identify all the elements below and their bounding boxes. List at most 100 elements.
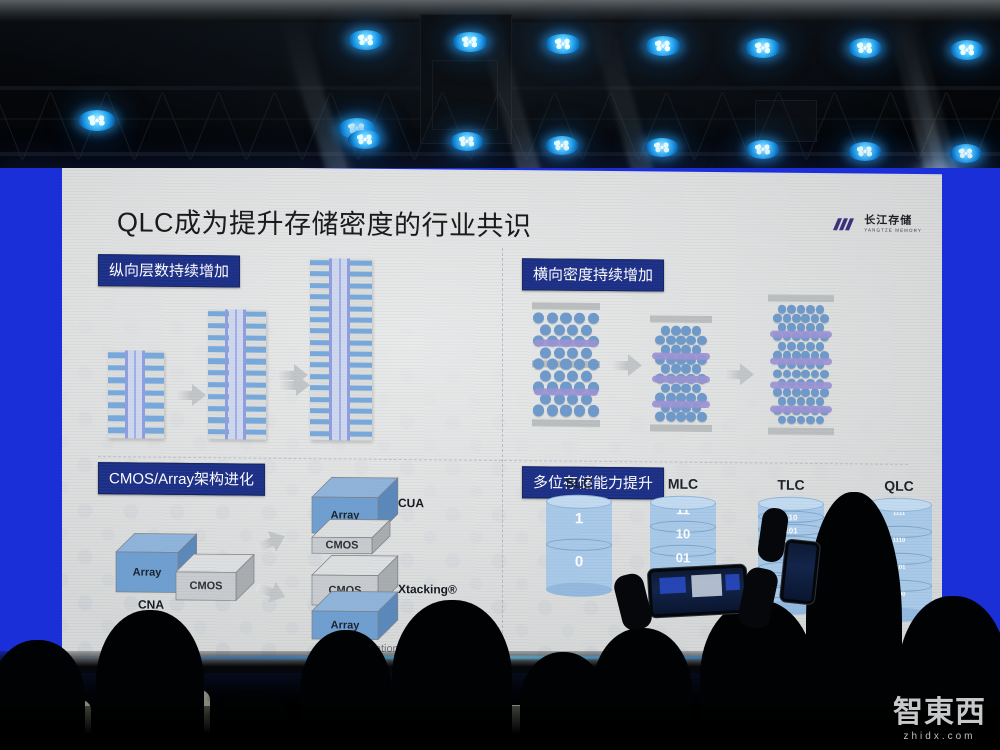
bitline-plate-bottom bbox=[532, 419, 600, 427]
par-light-3 bbox=[348, 30, 384, 50]
charge-dot bbox=[587, 405, 599, 417]
charge-dot bbox=[806, 341, 815, 351]
level-value: 0 bbox=[574, 552, 584, 570]
charge-dot bbox=[660, 363, 671, 374]
charge-dot bbox=[696, 412, 707, 423]
density-block-1 bbox=[532, 302, 600, 427]
charge-dot bbox=[660, 383, 671, 394]
cube-label: Array bbox=[132, 566, 162, 579]
word-line bbox=[770, 357, 832, 365]
charge-dot bbox=[580, 370, 592, 382]
charge-dot bbox=[540, 323, 552, 336]
charge-dot bbox=[540, 347, 552, 359]
density-arrow-2 bbox=[724, 363, 754, 386]
channel-core bbox=[338, 258, 341, 441]
transition-arrow-1 bbox=[176, 384, 206, 407]
watermark-cn: 智東西 bbox=[893, 696, 986, 729]
cube-cna-array: Array bbox=[115, 533, 198, 594]
par-light-1 bbox=[78, 110, 116, 131]
charge-dot bbox=[567, 324, 579, 336]
channel-wall bbox=[328, 258, 332, 441]
layer-stack-2 bbox=[208, 309, 266, 440]
par-light-12 bbox=[545, 136, 579, 155]
par-light-11 bbox=[450, 132, 484, 151]
charge-dot bbox=[574, 405, 586, 417]
charge-dot bbox=[665, 335, 676, 346]
charge-dot bbox=[791, 314, 801, 323]
word-line bbox=[534, 388, 598, 396]
bitline-plate-top bbox=[650, 315, 712, 324]
charge-dot bbox=[820, 369, 829, 379]
charge-dot bbox=[665, 411, 676, 422]
charge-dot bbox=[773, 313, 782, 323]
charge-dot bbox=[791, 387, 801, 397]
charge-dot bbox=[777, 396, 787, 406]
phone-screen-content-left bbox=[659, 576, 687, 594]
charge-dot bbox=[655, 411, 666, 422]
charge-dot bbox=[801, 369, 810, 379]
word-line bbox=[652, 352, 710, 360]
charge-dot bbox=[806, 304, 815, 314]
par-light-16 bbox=[950, 144, 982, 163]
charge-dot bbox=[681, 383, 692, 394]
bitline-plate-top bbox=[532, 302, 600, 310]
charge-dot bbox=[787, 397, 796, 406]
charge-dot bbox=[691, 325, 702, 336]
word-line bbox=[652, 400, 710, 408]
phone-screen-content-right bbox=[725, 573, 740, 591]
par-light-8 bbox=[848, 38, 882, 58]
arch-arrow-xtacking bbox=[253, 576, 289, 608]
charge-dot bbox=[546, 404, 558, 417]
par-light-13 bbox=[645, 138, 679, 157]
panel-vertical-layers: 纵向层数持续增加 bbox=[98, 254, 498, 453]
charge-dot bbox=[540, 370, 552, 382]
charge-dot bbox=[782, 369, 792, 378]
charge-dot bbox=[815, 397, 825, 406]
charge-dot bbox=[773, 387, 782, 397]
cell-label-qlc: QLC bbox=[884, 477, 914, 494]
truss-beam-lower bbox=[0, 152, 1000, 156]
channel-wall bbox=[242, 309, 246, 440]
charge-dot bbox=[820, 314, 829, 323]
charge-dot bbox=[655, 335, 666, 345]
charge-dot bbox=[686, 335, 697, 346]
charge-dot bbox=[815, 341, 825, 351]
channel-core bbox=[234, 309, 237, 440]
layer-stack-3 bbox=[310, 258, 372, 441]
charge-dot bbox=[681, 325, 692, 336]
channel-wall bbox=[141, 350, 145, 439]
charge-dot bbox=[696, 335, 707, 346]
density-block-2 bbox=[650, 315, 712, 433]
charge-dot bbox=[820, 388, 829, 397]
charge-dot bbox=[567, 370, 579, 382]
phone-screen-right bbox=[783, 542, 817, 602]
par-light-7 bbox=[745, 38, 781, 58]
truss-tower-inner bbox=[432, 60, 498, 130]
phone-screen-content-mid bbox=[691, 573, 723, 598]
charge-dot bbox=[796, 397, 806, 406]
cell-label-slc: SLC bbox=[565, 474, 593, 491]
par-light-4 bbox=[452, 32, 488, 52]
charge-dot bbox=[796, 304, 806, 314]
logo-cn-text: 长江存储 bbox=[864, 214, 913, 227]
caption-xtacking: Xtacking® bbox=[398, 582, 457, 597]
audience-phone-center bbox=[646, 563, 750, 619]
charge-dot bbox=[574, 312, 586, 324]
bitline-plate-bottom bbox=[768, 427, 834, 436]
company-logo: 长江存储 YANGTZE MEMORY bbox=[833, 214, 922, 233]
charge-dot bbox=[787, 341, 796, 351]
vertical-layer-diagram bbox=[98, 258, 498, 453]
channel-wall bbox=[124, 350, 128, 439]
charge-dot bbox=[801, 314, 810, 323]
word-line bbox=[652, 375, 710, 383]
cube-cna-cmos: CMOS bbox=[175, 553, 255, 602]
projection-screen: QLC成为提升存储密度的行业共识 长江存储 YANGTZE MEMORY bbox=[0, 168, 1000, 673]
charge-dot bbox=[580, 324, 592, 336]
cell-label-tlc: TLC bbox=[777, 476, 805, 493]
charge-dot bbox=[815, 415, 825, 425]
par-light-15 bbox=[848, 142, 882, 161]
charge-dot bbox=[670, 364, 681, 374]
